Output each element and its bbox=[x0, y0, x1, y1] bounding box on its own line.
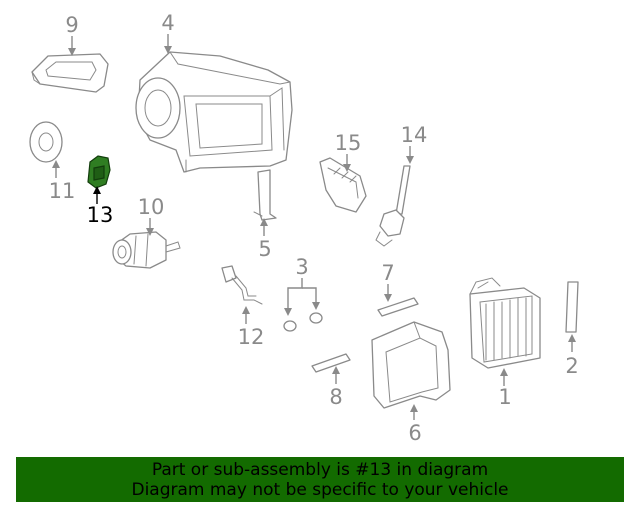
part-5-bracket bbox=[253, 169, 277, 221]
callout-4: 4 bbox=[161, 11, 174, 35]
part-7-strip bbox=[377, 297, 419, 317]
part-2-seal bbox=[565, 281, 579, 333]
part-3-grommets bbox=[283, 312, 323, 332]
part-9-duct bbox=[31, 53, 109, 93]
part-13-highlighted bbox=[87, 155, 111, 189]
part-6-housing bbox=[371, 321, 451, 409]
callout-13: 13 bbox=[87, 203, 114, 227]
banner-line-disclaimer: Diagram may not be specific to your vehi… bbox=[131, 479, 509, 500]
part-14-actuator bbox=[375, 165, 411, 247]
callout-11: 11 bbox=[49, 179, 76, 203]
parts-diagram: 9 4 11 13 10 5 15 14 3 7 12 8 6 1 2 bbox=[29, 11, 579, 445]
callout-9: 9 bbox=[65, 13, 78, 37]
callout-10: 10 bbox=[138, 195, 165, 219]
part-1-heater-core bbox=[469, 277, 541, 369]
callout-12: 12 bbox=[238, 325, 265, 349]
part-12-hose bbox=[221, 265, 263, 305]
callout-5: 5 bbox=[258, 237, 271, 261]
part-8-strip bbox=[311, 353, 351, 373]
callout-14: 14 bbox=[401, 123, 428, 147]
part-10-blower-motor bbox=[112, 231, 181, 269]
banner-line-part-number: Part or sub-assembly is #13 in diagram bbox=[151, 459, 489, 480]
leader-lines bbox=[52, 34, 576, 420]
callout-6: 6 bbox=[408, 421, 421, 445]
callout-3: 3 bbox=[295, 255, 308, 279]
part-11-gasket bbox=[29, 121, 63, 163]
callout-7: 7 bbox=[381, 261, 394, 285]
callout-2: 2 bbox=[565, 354, 578, 378]
part-4-case bbox=[135, 51, 293, 173]
callout-1: 1 bbox=[498, 385, 511, 409]
callout-15: 15 bbox=[335, 131, 362, 155]
part-15-housing bbox=[319, 157, 367, 213]
callout-8: 8 bbox=[329, 385, 342, 409]
fitment-notice-banner: Part or sub-assembly is #13 in diagram D… bbox=[16, 457, 624, 502]
